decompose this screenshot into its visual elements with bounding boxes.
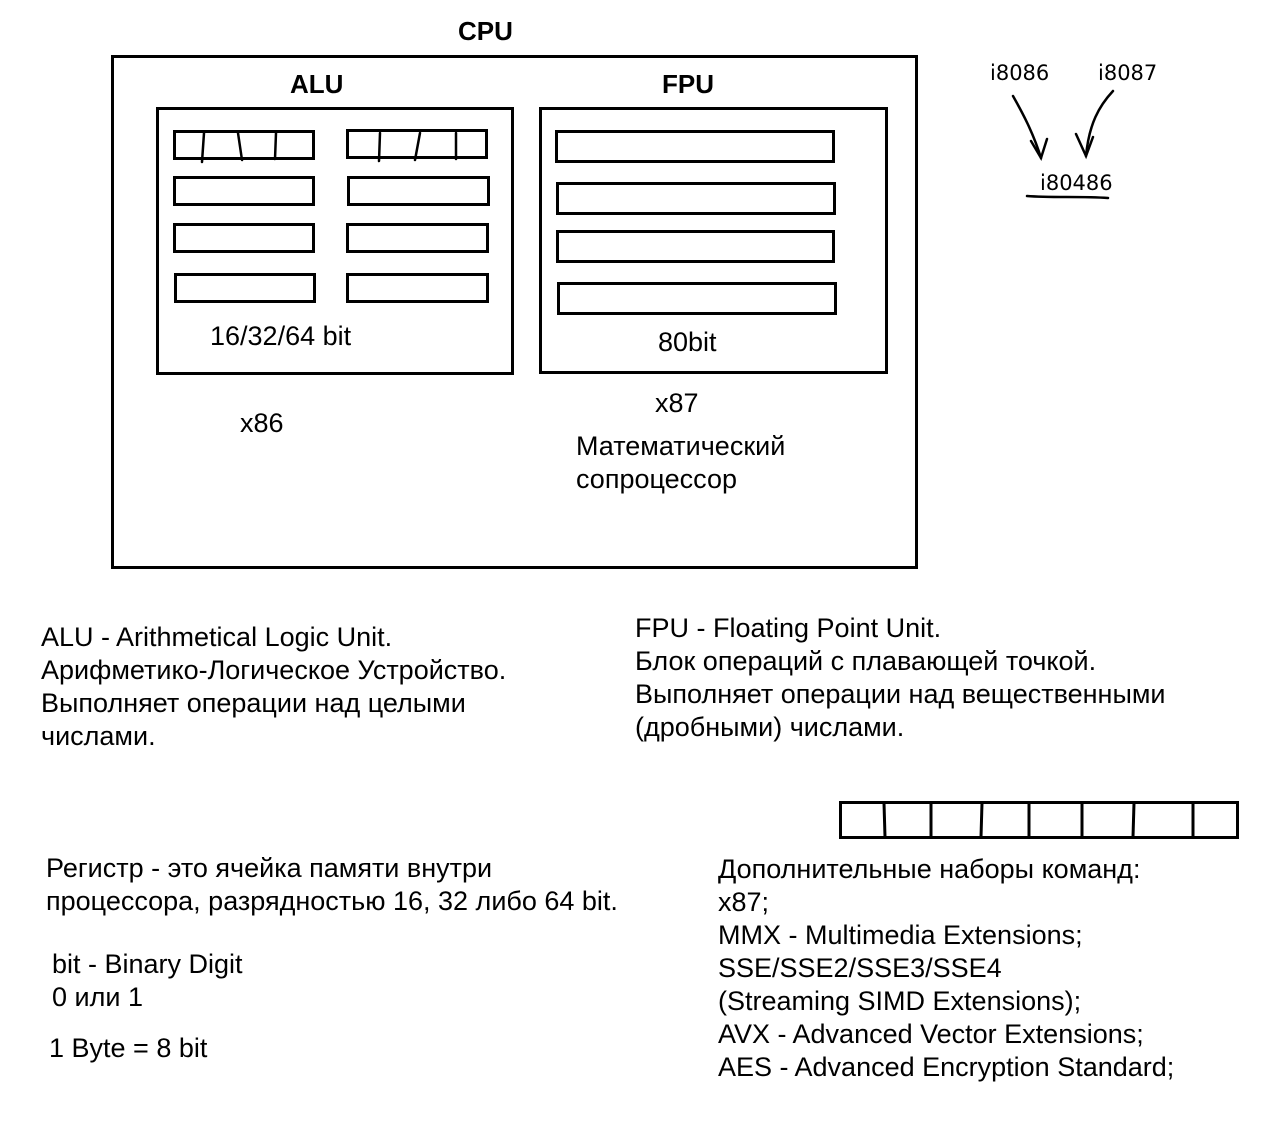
alu-register — [346, 129, 488, 159]
alu-box — [156, 107, 514, 375]
arrow-icon — [1084, 89, 1115, 158]
alu-register — [346, 223, 489, 253]
alu-register — [173, 130, 315, 160]
extensions-note: Дополнительные наборы команд: x87; MMX -… — [718, 854, 1175, 1082]
fpu-register — [556, 230, 835, 263]
byte-cell-divider — [979, 802, 984, 838]
register-cell-divider — [413, 131, 422, 162]
register-cell-divider — [273, 131, 278, 161]
byte-strip — [839, 801, 1239, 839]
byte-note: 1 Byte = 8 bit — [49, 1033, 208, 1063]
coprocessor-caption: Математический сопроцессор — [576, 431, 786, 494]
cpu-label: CPU — [458, 16, 513, 46]
alu-register — [346, 273, 489, 303]
fpu-register — [556, 182, 836, 215]
fpu-label: FPU — [662, 69, 714, 99]
alu-register — [174, 273, 316, 303]
arrow-icon — [1074, 132, 1095, 160]
chip-label-i80486: i80486 — [1040, 171, 1113, 195]
fpu-register — [557, 282, 837, 315]
alu-register — [173, 223, 315, 253]
fpu-note: FPU - Floating Point Unit. Блок операций… — [635, 613, 1166, 742]
x86-label: x86 — [240, 408, 284, 438]
register-cell-divider — [377, 131, 382, 163]
alu-register — [173, 176, 315, 206]
x87-label: x87 — [655, 388, 699, 418]
chip-label-i8087: i8087 — [1098, 61, 1158, 85]
cpu-box — [111, 55, 918, 569]
fpu-bit-width: 80bit — [658, 327, 717, 357]
register-cell-divider — [200, 131, 206, 164]
bit-note: bit - Binary Digit 0 или 1 — [52, 949, 243, 1012]
fpu-register — [555, 130, 835, 163]
fpu-box — [539, 107, 888, 374]
register-note: Регистр - это ячейка памяти внутри проце… — [46, 853, 618, 916]
alu-bit-width: 16/32/64 bit — [210, 321, 352, 351]
alu-register — [347, 176, 490, 206]
underline-stroke — [1025, 194, 1110, 200]
alu-note: ALU - Arithmetical Logic Unit. Арифметик… — [41, 622, 507, 751]
byte-cell-divider — [1131, 802, 1136, 838]
arrow-icon — [1011, 94, 1043, 160]
byte-cell-divider — [882, 802, 887, 838]
arrow-icon — [1029, 137, 1049, 162]
alu-label: ALU — [290, 69, 344, 99]
chip-label-i8086: i8086 — [990, 61, 1050, 85]
register-cell-divider — [236, 131, 244, 162]
